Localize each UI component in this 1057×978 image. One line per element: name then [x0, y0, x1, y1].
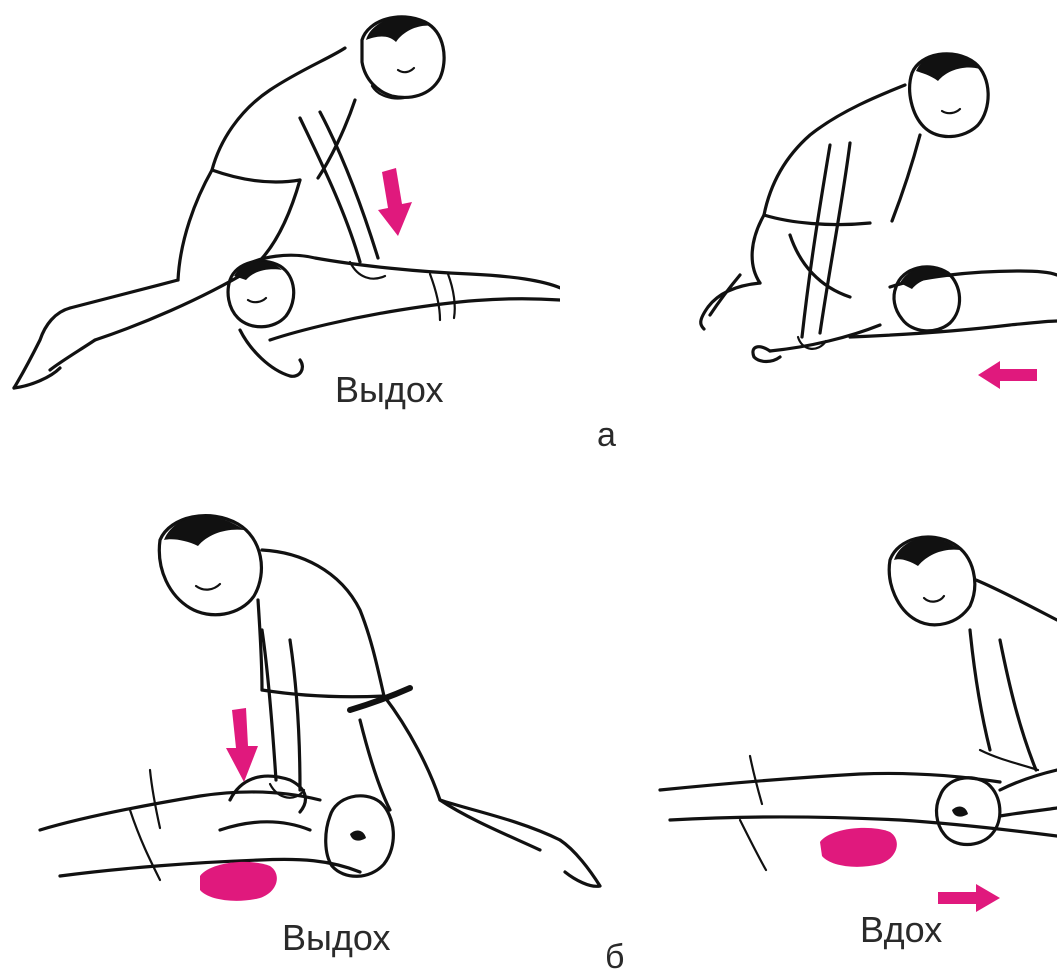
rescuer-inhale-drawing — [640, 520, 1057, 920]
panel-b-right-illustration — [640, 520, 1057, 920]
pressure-arrow-icon — [226, 708, 258, 782]
support-roll-icon — [820, 828, 897, 867]
figure-letter-a: а — [597, 418, 616, 452]
panel-a-left-illustration — [0, 0, 560, 420]
pressure-arrow-icon — [378, 168, 412, 236]
pull-arrow-left-icon — [978, 361, 1037, 389]
panel-b-left-illustration — [0, 500, 620, 920]
exhale-label-a: Выдох — [335, 372, 444, 408]
rescuer-pressing-chest-drawing — [0, 500, 620, 920]
support-roll-icon — [200, 862, 277, 901]
inhale-label-b: Вдох — [860, 912, 942, 948]
pull-arrow-right-icon — [938, 884, 1000, 912]
exhale-label-b: Выдох — [282, 920, 391, 956]
rescuer-pulling-arms-drawing — [680, 25, 1057, 425]
rescuer-pressing-back-drawing — [0, 0, 560, 420]
panel-a-right-illustration — [680, 25, 1057, 425]
figure-letter-b: б — [605, 940, 624, 974]
